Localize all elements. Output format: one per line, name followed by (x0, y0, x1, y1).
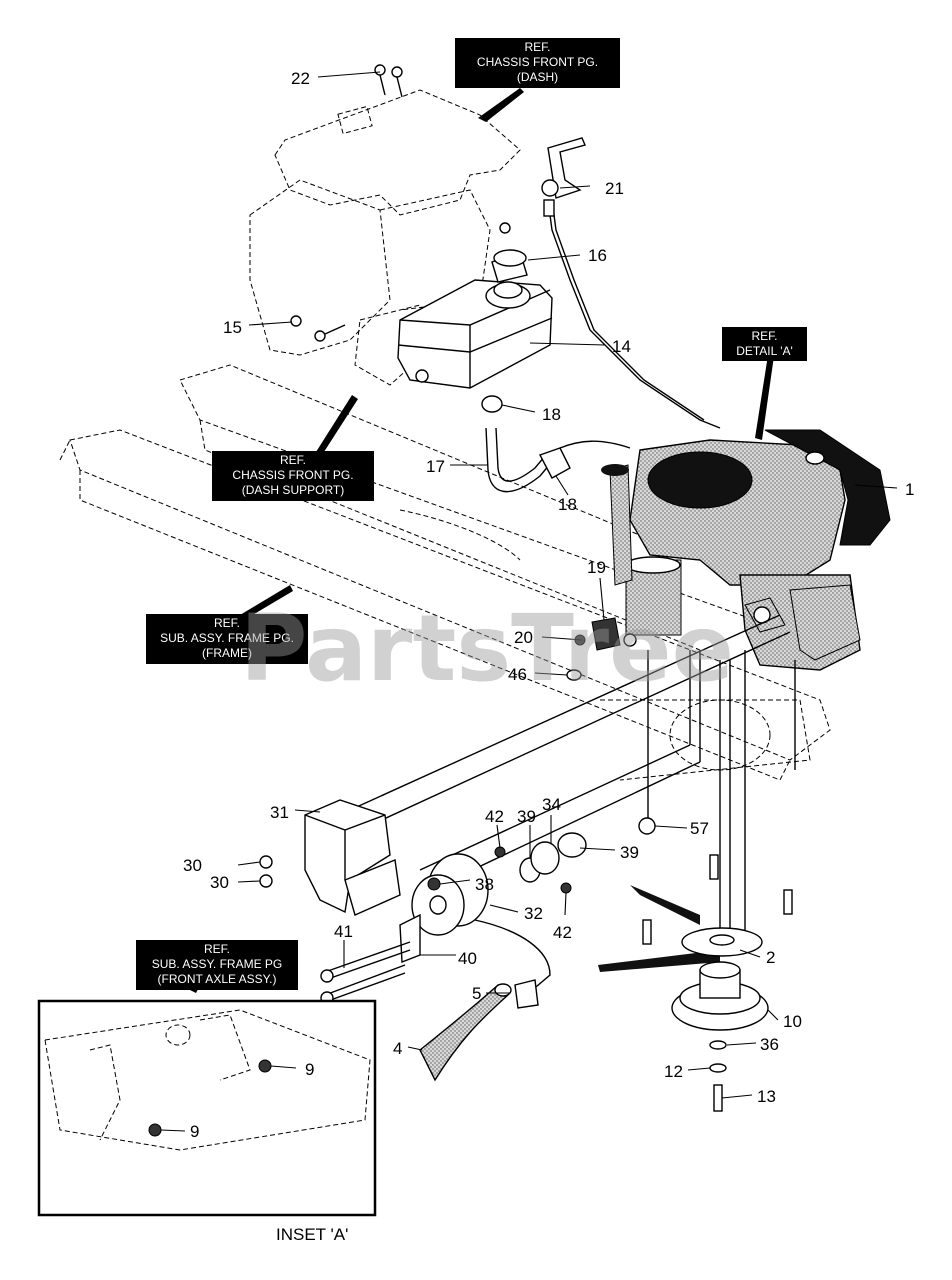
carb-parts (566, 617, 637, 681)
part-number-31: 31 (270, 803, 289, 822)
part-number-10: 10 (783, 1012, 802, 1031)
part-number-46: 46 (508, 665, 527, 684)
part-number-19: 19 (587, 558, 606, 577)
part-number-42b: 42 (553, 923, 572, 942)
svg-text:REF.: REF. (204, 942, 230, 956)
fuel-tank (397, 222, 553, 389)
svg-text:CHASSIS FRONT PG.: CHASSIS FRONT PG. (477, 55, 598, 69)
svg-text:REF.: REF. (524, 40, 550, 54)
ref-pointers (190, 88, 774, 993)
part-number-17: 17 (426, 457, 445, 476)
part-number-39b: 39 (620, 843, 639, 862)
ref-box-dash-support: REF. CHASSIS FRONT PG. (DASH SUPPORT) (212, 451, 374, 501)
fuel-line (481, 395, 631, 493)
inset-caption: INSET 'A' (276, 1225, 348, 1244)
part-number-21: 21 (605, 179, 624, 198)
part-number-30b: 30 (210, 873, 229, 892)
part-number-9a: 9 (305, 1060, 314, 1079)
ref-box-detail: REF. DETAIL 'A' (722, 327, 807, 361)
svg-text:(DASH): (DASH) (517, 70, 558, 84)
part-number-36: 36 (760, 1035, 779, 1054)
svg-text:(FRONT AXLE ASSY.): (FRONT AXLE ASSY.) (158, 972, 277, 986)
part-number-2: 2 (766, 948, 775, 967)
svg-text:REF.: REF. (751, 329, 777, 343)
leader-lines (160, 71, 898, 1132)
part-number-4: 4 (393, 1039, 402, 1058)
svg-text:SUB. ASSY. FRAME PG.: SUB. ASSY. FRAME PG. (160, 631, 294, 645)
part-number-41: 41 (334, 922, 353, 941)
pulleys (598, 817, 793, 1112)
part-number-30a: 30 (183, 856, 202, 875)
part-number-42a: 42 (485, 807, 504, 826)
part-number-12: 12 (664, 1062, 683, 1081)
ref-box-front-axle: REF. SUB. ASSY. FRAME PG (FRONT AXLE ASS… (136, 940, 298, 990)
part-number-15: 15 (223, 318, 242, 337)
engine (601, 429, 891, 671)
part-number-39a: 39 (517, 807, 536, 826)
watermark: PartsTree (240, 595, 734, 702)
part-number-18a: 18 (542, 405, 561, 424)
svg-text:(DASH SUPPORT): (DASH SUPPORT) (242, 483, 344, 497)
part-number-14: 14 (612, 337, 631, 356)
coupling (494, 832, 587, 894)
part-number-18b: 18 (558, 495, 577, 514)
part-number-38: 38 (475, 875, 494, 894)
svg-text:REF.: REF. (280, 453, 306, 467)
svg-text:SUB. ASSY. FRAME PG: SUB. ASSY. FRAME PG (152, 957, 283, 971)
part-number-9b: 9 (190, 1122, 199, 1141)
dash-screws (374, 64, 403, 98)
svg-text:REF.: REF. (214, 616, 240, 630)
tank-screws (290, 315, 346, 342)
svg-text:DETAIL 'A': DETAIL 'A' (736, 344, 793, 358)
pto-cover (259, 799, 401, 916)
part-number-57: 57 (690, 819, 709, 838)
part-number-20: 20 (514, 628, 533, 647)
part-number-32: 32 (524, 904, 543, 923)
ref-box-frame: REF. SUB. ASSY. FRAME PG. (FRAME) (146, 614, 308, 664)
inset-a (37, 999, 377, 1217)
part-number-13: 13 (757, 1087, 776, 1106)
part-number-labels: 22 21 16 15 14 18 17 18 1 19 20 46 31 42… (183, 69, 914, 1141)
part-number-1: 1 (905, 480, 914, 499)
throttle-control (541, 137, 721, 429)
ref-box-dash: REF. CHASSIS FRONT PG. (DASH) (455, 38, 620, 88)
part-number-34: 34 (542, 795, 561, 814)
svg-text:CHASSIS FRONT PG.: CHASSIS FRONT PG. (232, 468, 353, 482)
part-number-40: 40 (458, 949, 477, 968)
svg-text:(FRAME): (FRAME) (202, 646, 252, 660)
part-number-22: 22 (291, 69, 310, 88)
part-number-16: 16 (588, 246, 607, 265)
clutch (320, 853, 489, 1005)
part-number-5: 5 (472, 984, 481, 1003)
